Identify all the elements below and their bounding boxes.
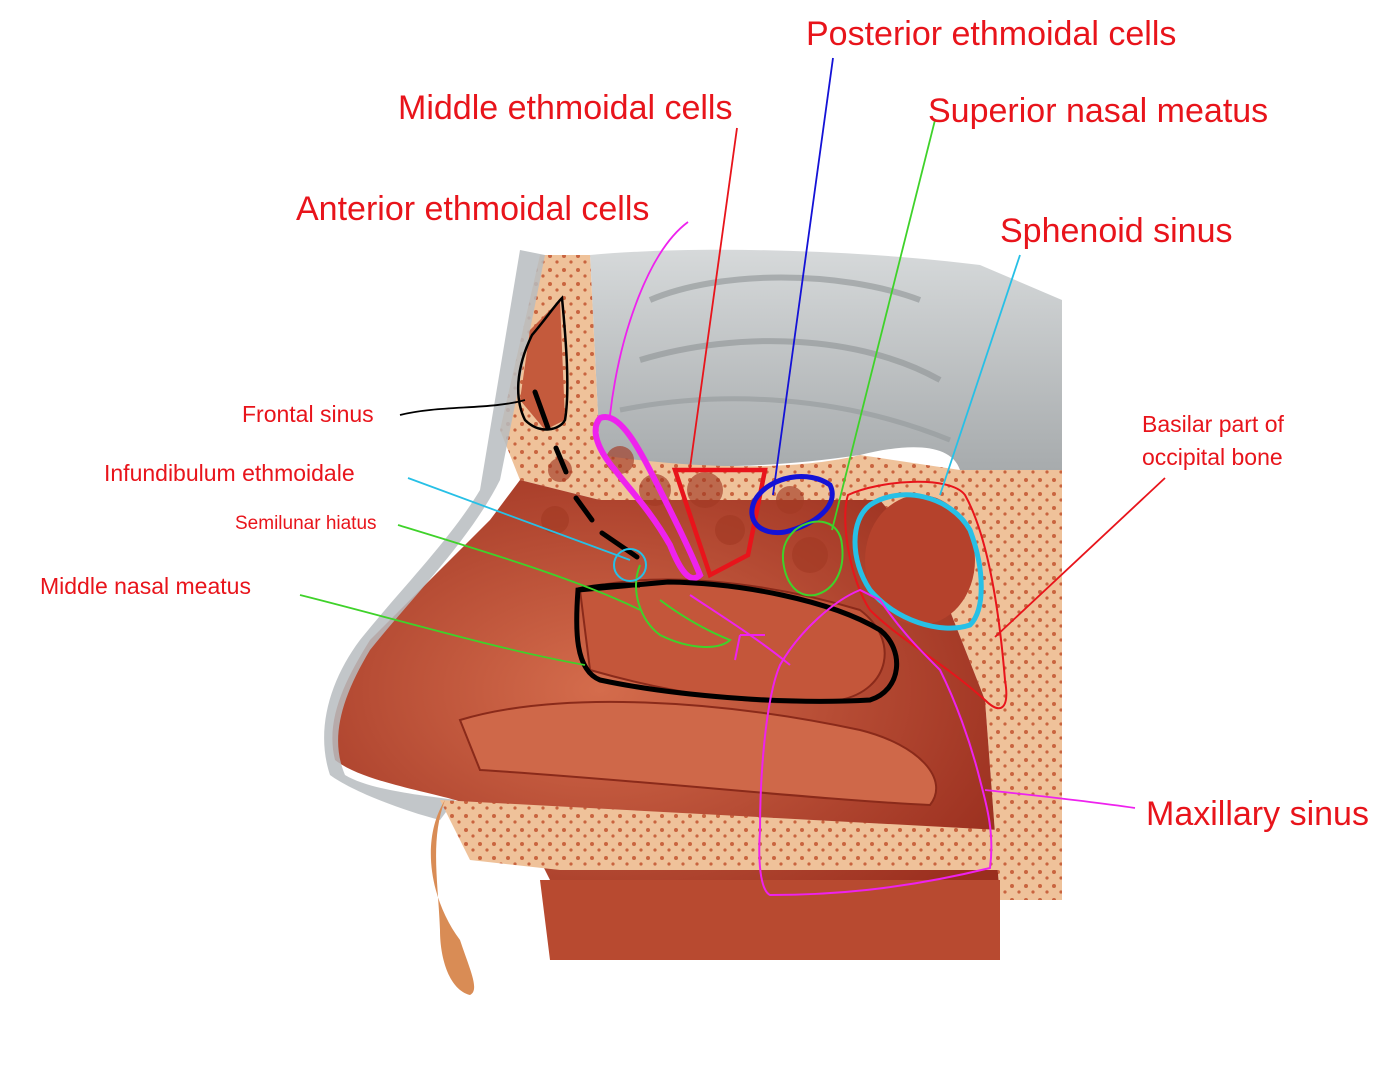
leader-maxillary [984, 789, 1136, 809]
brain-fold [619, 396, 951, 443]
label-frontal-sinus: Frontal sinus [242, 401, 374, 427]
brain-fold [639, 338, 942, 383]
infundibulum-outline [613, 548, 647, 582]
frontonasal-duct-line [532, 389, 640, 560]
middle-ethmoidal-cells-outline [671, 467, 768, 579]
hard-palate [440, 800, 1000, 870]
label-posterior-ethmoidal-cells: Posterior ethmoidal cells [806, 15, 1177, 53]
leader-sphenoid [939, 254, 1021, 496]
sphenoid-cavity [865, 495, 975, 625]
label-basilar-occipital-bone: Basilar part of occipital bone [1142, 411, 1284, 471]
semilunar-hiatus-outline [635, 564, 732, 648]
brain-region [590, 249, 1062, 470]
label-middle-nasal-meatus: Middle nasal meatus [40, 573, 251, 599]
label-semilunar-hiatus: Semilunar hiatus [235, 513, 377, 534]
inferior-turbinate [458, 700, 937, 807]
leader-lines [299, 57, 1166, 809]
label-sphenoid-sinus: Sphenoid sinus [1000, 212, 1233, 250]
posterior-ethmoidal-cells-outline [749, 474, 835, 536]
label-middle-ethmoidal-cells: Middle ethmoidal cells [398, 89, 733, 127]
drainage-arrow [689, 594, 791, 666]
leader-frontal-sinus [399, 399, 526, 416]
label-infundibulum-ethmoidale: Infundibulum ethmoidale [104, 460, 355, 486]
leader-middle-meatus [299, 594, 586, 666]
leader-anterior-ethmoidal [609, 221, 689, 416]
leader-posterior-ethmoidal [772, 57, 834, 496]
label-anterior-ethmoidal-cells: Anterior ethmoidal cells [296, 190, 650, 228]
leader-middle-ethmoidal [689, 127, 738, 469]
middle-nasal-meatus-outline [574, 579, 900, 704]
oral-cavity-roof [540, 880, 1000, 960]
frontal-sinus-cavity [520, 300, 565, 430]
leader-basilar-occipital [994, 477, 1166, 638]
maxillary-sinus-outline [758, 588, 993, 897]
label-maxillary-sinus: Maxillary sinus [1146, 795, 1369, 833]
leader-superior-meatus [831, 119, 936, 531]
leader-infundibulum [407, 477, 631, 561]
basilar-occipital-outline [844, 480, 1008, 710]
sphenoid-sinus-outline [852, 492, 984, 631]
brain-fold [648, 274, 922, 303]
external-nose [324, 250, 545, 820]
frontal-sinus-outline [516, 295, 569, 431]
leader-semilunar-hiatus [397, 524, 641, 611]
label-superior-nasal-meatus: Superior nasal meatus [928, 92, 1269, 130]
anterior-ethmoidal-cells-outline [592, 414, 704, 582]
upper-lip [430, 800, 475, 995]
